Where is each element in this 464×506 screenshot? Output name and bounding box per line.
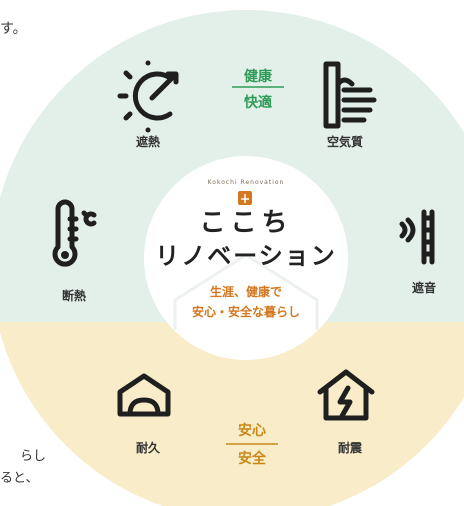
center-house-watermark (173, 253, 319, 330)
label-insulation: 断熱 (61, 289, 87, 303)
center-title-line1: ここち (199, 208, 293, 238)
group-top-line1: 健康 (244, 69, 272, 85)
label-earthquake: 耐震 (337, 441, 363, 455)
label-durability: 耐久 (135, 441, 161, 455)
group-top-line2: 快適 (244, 95, 272, 111)
label-heat-shield: 遮熱 (135, 135, 161, 149)
text-fragment-bottom-2: ると、 (0, 471, 39, 486)
center-brand-text: Kokochi Renovation (207, 179, 285, 186)
text-fragment-top: す。 (0, 21, 27, 37)
text-fragment-bottom-1: らし (20, 449, 47, 464)
label-soundproof: 遮音 (411, 281, 437, 295)
center-disc (144, 156, 348, 360)
sound-wall-icon (399, 209, 435, 265)
label-air-quality: 空気質 (326, 135, 364, 149)
house-arm-icon (117, 373, 171, 417)
logo-mark-icon (238, 191, 252, 205)
group-bottom-line2: 安全 (238, 451, 266, 467)
thermometer-icon (52, 199, 97, 267)
center-subtitle-line1: 生涯、健康で (209, 285, 283, 299)
house-lightning-icon (317, 369, 375, 421)
group-bottom-line1: 安心 (238, 423, 266, 439)
sun-shield-icon (117, 60, 179, 133)
center-title-line2: リノベーション (155, 241, 337, 270)
air-vent-icon (323, 61, 377, 129)
center-subtitle-line2: 安心・安全な暮らし (191, 305, 301, 319)
ring-bottom-half (0, 322, 464, 506)
